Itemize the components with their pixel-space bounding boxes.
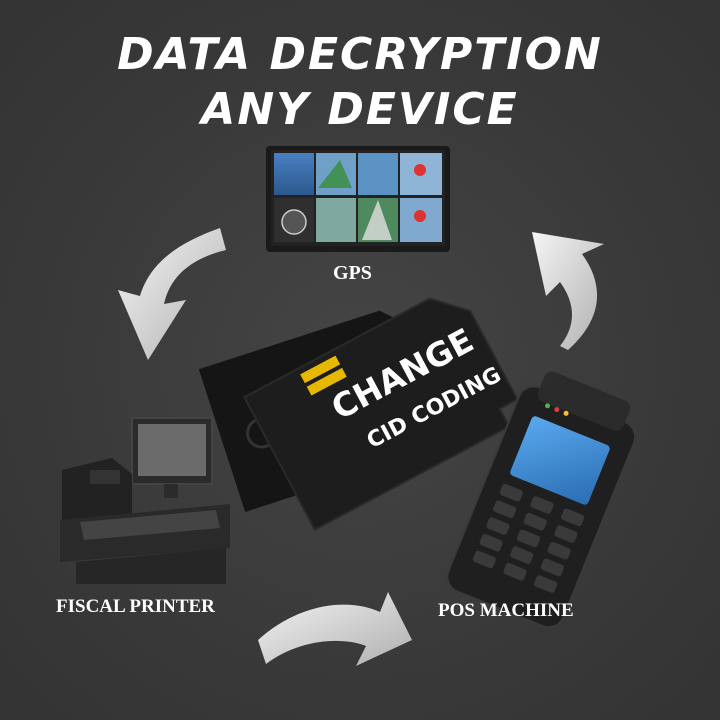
gps-label: GPS bbox=[333, 262, 372, 284]
cycle-arrow-icon-top-right bbox=[532, 232, 604, 350]
cycle-arrow-icon-top-left bbox=[118, 228, 226, 360]
fiscal-printer-label: FISCAL PRINTER bbox=[56, 596, 215, 617]
sd-card-icon bbox=[243, 297, 519, 532]
pos-terminal-icon bbox=[446, 371, 637, 629]
gps-device-icon bbox=[266, 146, 450, 252]
cycle-arrow-icon-bottom bbox=[258, 592, 412, 666]
headline-line-1: DATA DECRYPTION bbox=[117, 29, 603, 80]
fiscal-printer-icon bbox=[60, 417, 230, 584]
pos-machine-label: POS MACHINE bbox=[438, 600, 574, 621]
headline-line-2: ANY DEVICE bbox=[201, 84, 519, 135]
